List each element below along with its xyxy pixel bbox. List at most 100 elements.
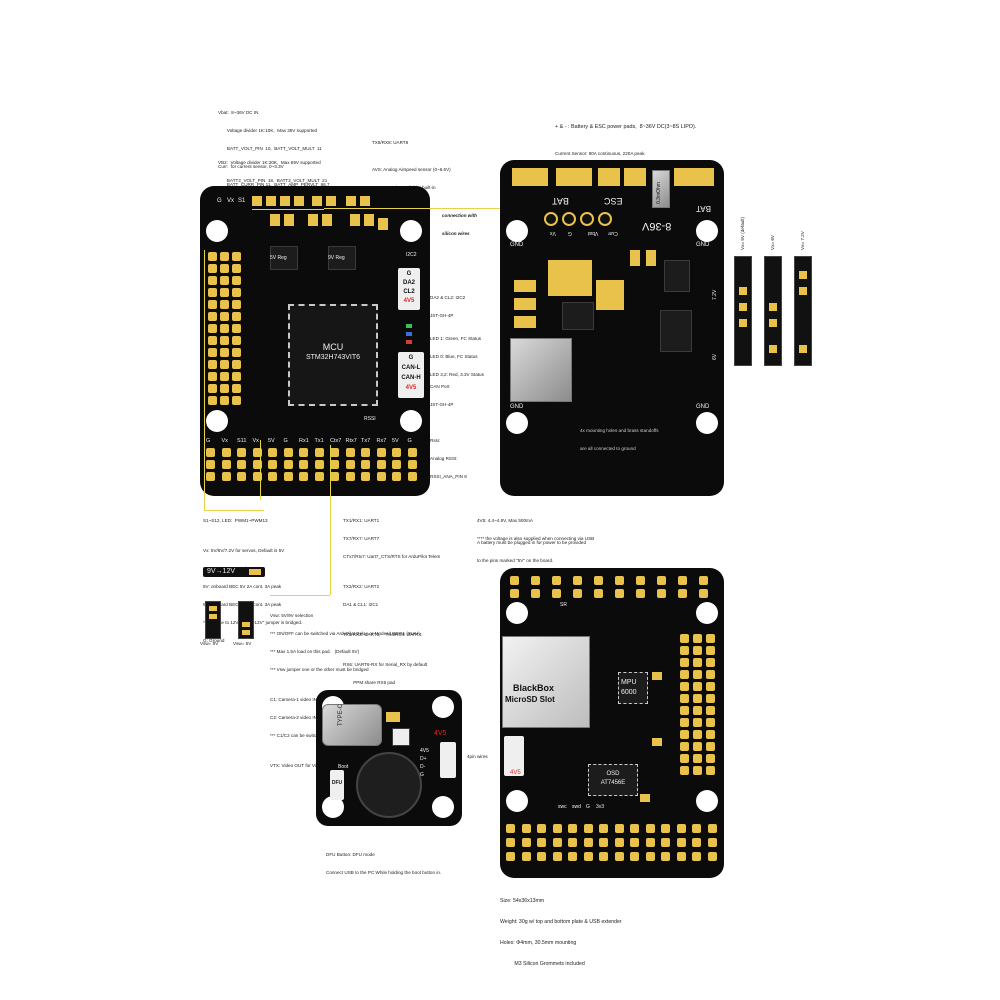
bottom-top-pin-pad[interactable] — [510, 576, 519, 585]
bottom-top-pin-pad[interactable] — [699, 576, 708, 585]
bottom-right-pin-pad[interactable] — [680, 658, 689, 667]
bottom-right-pin-pad[interactable] — [706, 754, 715, 763]
usb-side-connector[interactable] — [440, 742, 456, 778]
bottom-bottom-pin-pad[interactable] — [676, 852, 686, 861]
bottom-bottom-pin-pad[interactable] — [645, 852, 655, 861]
servo-pin-pad[interactable] — [220, 348, 229, 357]
bottom-right-pin-pad[interactable] — [706, 646, 715, 655]
bottom-bottom-pin-pad[interactable] — [645, 824, 655, 833]
pdb-pad-curr[interactable] — [598, 212, 612, 226]
bottom-top-pin-pad[interactable] — [615, 589, 624, 598]
bottom-right-pin-pad[interactable] — [680, 682, 689, 691]
pdb-pad-g[interactable] — [562, 212, 576, 226]
bottom-right-pin-pad[interactable] — [693, 634, 702, 643]
fc-bottom-pin-pad[interactable] — [283, 448, 293, 457]
fc-bottom-pin-pad[interactable] — [268, 448, 277, 457]
fc-bottom-pin-pad[interactable] — [361, 460, 370, 469]
fc-bottom-pin-pad[interactable] — [252, 472, 262, 481]
fc-bottom-pin-pad[interactable] — [299, 448, 308, 457]
servo-pin-pad[interactable] — [208, 264, 217, 273]
bottom-top-pin-pad[interactable] — [636, 576, 645, 585]
bottom-bottom-pin-pad[interactable] — [661, 852, 670, 861]
bottom-right-pin-pad[interactable] — [693, 706, 702, 715]
servo-pin-pad[interactable] — [232, 396, 241, 405]
bottom-right-pin-pad[interactable] — [680, 766, 689, 775]
bottom-bottom-pin-pad[interactable] — [537, 838, 546, 847]
servo-pin-pad[interactable] — [220, 276, 229, 285]
fc-bottom-pin-pad[interactable] — [206, 472, 215, 481]
bottom-top-pin-pad[interactable] — [594, 589, 603, 598]
fc-bottom-pin-pad[interactable] — [330, 460, 339, 469]
servo-pin-pad[interactable] — [232, 348, 241, 357]
servo-pin-pad[interactable] — [220, 312, 229, 321]
bottom-top-pin-pad[interactable] — [615, 576, 624, 585]
fc-bottom-pin-pad[interactable] — [407, 472, 417, 481]
bottom-bottom-pin-pad[interactable] — [537, 852, 546, 861]
servo-pin-pad[interactable] — [208, 360, 217, 369]
fc-bottom-pin-pad[interactable] — [407, 448, 417, 457]
bottom-right-pin-pad[interactable] — [706, 634, 715, 643]
bottom-top-pin-pad[interactable] — [552, 576, 561, 585]
fc-bottom-pin-pad[interactable] — [206, 448, 215, 457]
fc-bottom-pin-pad[interactable] — [392, 460, 401, 469]
servo-pin-pad[interactable] — [220, 252, 229, 261]
bottom-right-pin-pad[interactable] — [680, 754, 689, 763]
bottom-right-pin-pad[interactable] — [680, 730, 689, 739]
servo-pin-pad[interactable] — [208, 288, 217, 297]
fc-bottom-pin-pad[interactable] — [206, 460, 215, 469]
bottom-right-pin-pad[interactable] — [706, 682, 715, 691]
fc-bottom-pin-pad[interactable] — [299, 472, 308, 481]
servo-pin-pad[interactable] — [232, 276, 241, 285]
dfu-button[interactable]: DFU — [330, 770, 344, 800]
bottom-bottom-pin-pad[interactable] — [676, 838, 686, 847]
bottom-bottom-pin-pad[interactable] — [645, 838, 655, 847]
bottom-top-pin-pad[interactable] — [699, 589, 708, 598]
fc-bottom-pin-pad[interactable] — [376, 472, 386, 481]
fc-bottom-pin-pad[interactable] — [268, 472, 277, 481]
top-pad[interactable] — [326, 196, 336, 206]
bottom-bottom-pin-pad[interactable] — [599, 824, 608, 833]
microsd-slot[interactable]: BlackBox MicroSD Slot — [502, 636, 590, 728]
bottom-usb-connector[interactable] — [504, 736, 524, 776]
fc-bottom-pin-pad[interactable] — [345, 448, 355, 457]
bottom-right-pin-pad[interactable] — [693, 670, 702, 679]
bottom-right-pin-pad[interactable] — [680, 742, 689, 751]
fc-bottom-pin-pad[interactable] — [221, 472, 231, 481]
bottom-bottom-pin-pad[interactable] — [521, 824, 531, 833]
fc-bottom-pin-pad[interactable] — [299, 460, 308, 469]
bottom-right-pin-pad[interactable] — [693, 694, 702, 703]
servo-pin-pad[interactable] — [232, 264, 241, 273]
bottom-bottom-pin-pad[interactable] — [614, 852, 624, 861]
top-pad[interactable] — [252, 196, 262, 206]
servo-pin-pad[interactable] — [220, 288, 229, 297]
servo-pin-pad[interactable] — [220, 372, 229, 381]
bottom-bottom-pin-pad[interactable] — [552, 852, 562, 861]
servo-pin-pad[interactable] — [220, 396, 229, 405]
fc-bottom-pin-pad[interactable] — [376, 460, 386, 469]
fc-bottom-pin-pad[interactable] — [237, 460, 246, 469]
bottom-right-pin-pad[interactable] — [680, 670, 689, 679]
bottom-right-pin-pad[interactable] — [706, 718, 715, 727]
bottom-bottom-pin-pad[interactable] — [583, 852, 593, 861]
bottom-right-pin-pad[interactable] — [693, 742, 702, 751]
bottom-bottom-pin-pad[interactable] — [707, 838, 717, 847]
fc-bottom-pin-pad[interactable] — [407, 460, 417, 469]
fc-bottom-pin-pad[interactable] — [361, 472, 370, 481]
servo-pin-pad[interactable] — [208, 372, 217, 381]
servo-pin-pad[interactable] — [232, 300, 241, 309]
bottom-top-pin-pad[interactable] — [678, 589, 687, 598]
bottom-bottom-pin-pad[interactable] — [552, 838, 562, 847]
fc-bottom-pin-pad[interactable] — [392, 472, 401, 481]
servo-pin-pad[interactable] — [220, 264, 229, 273]
bottom-right-pin-pad[interactable] — [706, 742, 715, 751]
servo-pin-pad[interactable] — [208, 384, 217, 393]
bottom-top-pin-pad[interactable] — [573, 576, 582, 585]
bottom-bottom-pin-pad[interactable] — [630, 852, 639, 861]
bottom-bottom-pin-pad[interactable] — [661, 838, 670, 847]
battery-pad[interactable] — [674, 168, 714, 186]
battery-pad[interactable] — [512, 168, 548, 186]
pdb-pad-vbat[interactable] — [580, 212, 594, 226]
fc-bottom-pin-pad[interactable] — [268, 460, 277, 469]
i2c-connector[interactable]: G DA2 CL2 4V5 — [398, 268, 420, 310]
top-pad[interactable] — [360, 196, 370, 206]
